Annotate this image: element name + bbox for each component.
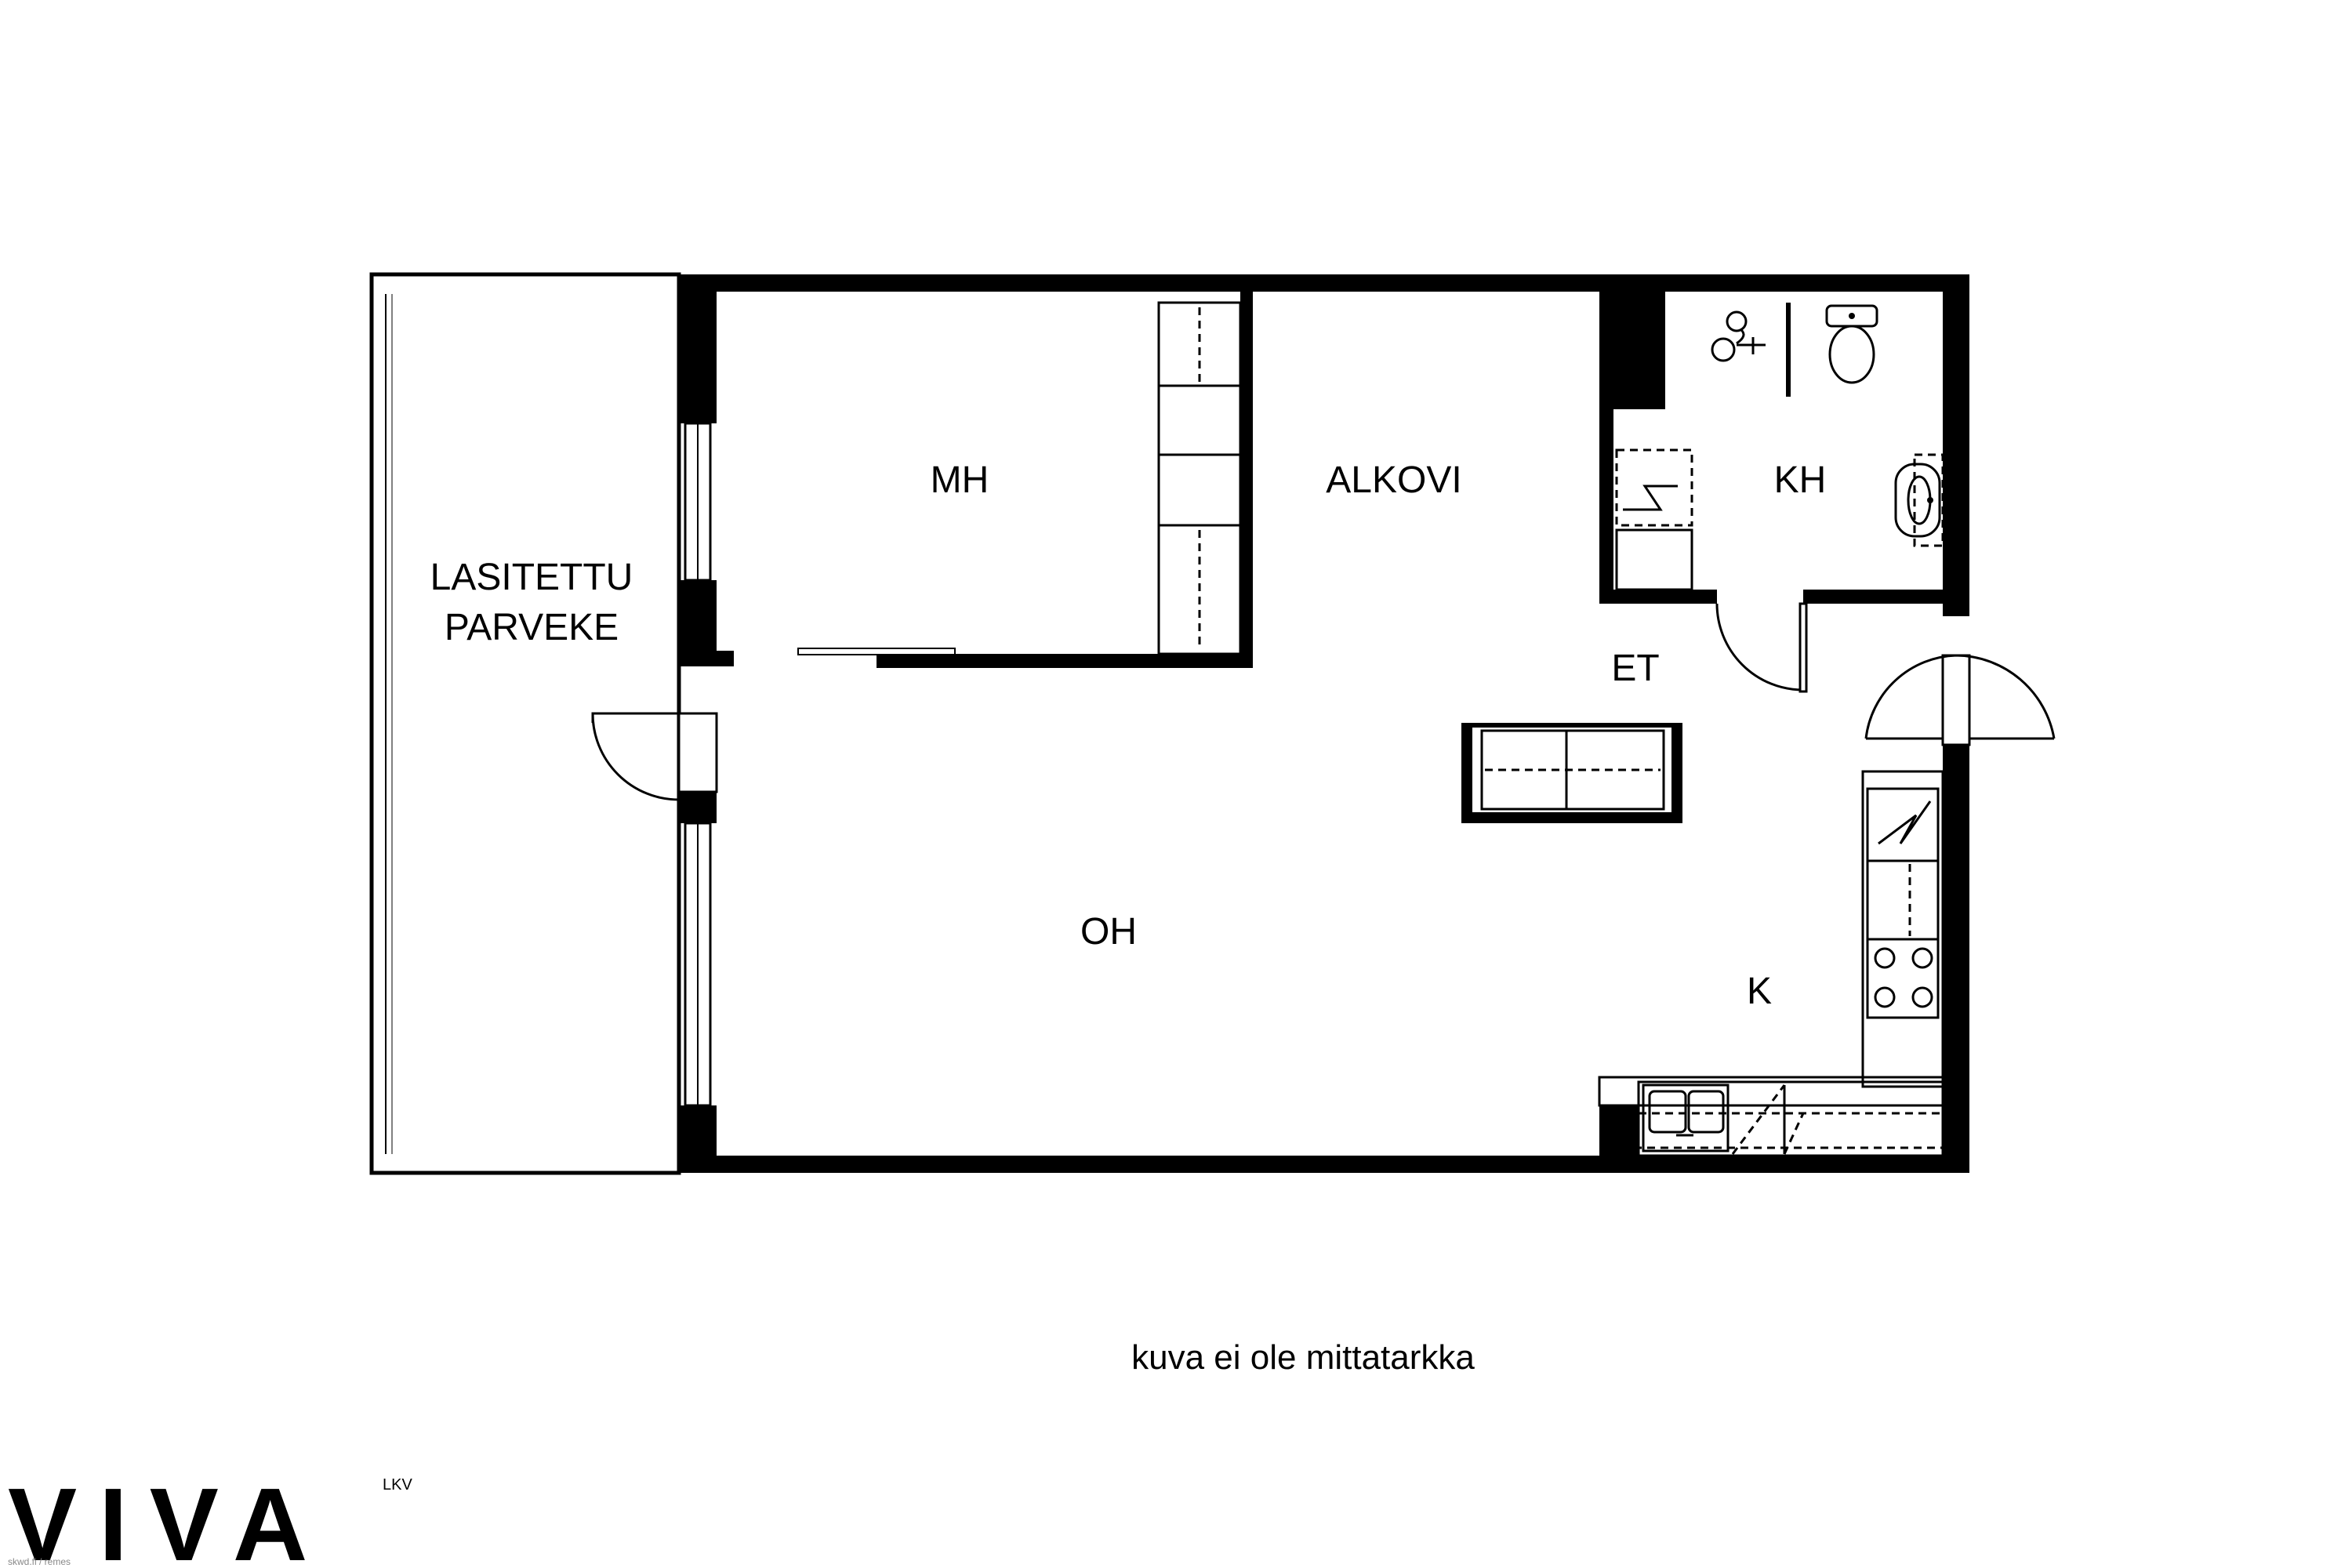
bedroom-right-wall (1240, 292, 1253, 668)
top-wall (372, 274, 1969, 292)
partition-bottom (679, 1105, 717, 1173)
balcony-door (591, 712, 680, 801)
entrance-door (1864, 654, 2056, 746)
bath-left-wall-thick (1599, 292, 1665, 409)
partition-stub (717, 651, 734, 666)
brand-credit: skwd.fi / remes (8, 1556, 71, 1567)
partition-top (679, 274, 717, 423)
bottom-wall (372, 1156, 1969, 1173)
balcony-label-line2: PARVEKE (445, 607, 619, 648)
entrance-label: ET (1611, 648, 1659, 689)
alcove-label: ALKOVI (1326, 459, 1461, 501)
bedroom-walls (877, 292, 1253, 668)
bedroom-sliding-door (797, 648, 956, 655)
bedroom-label: MH (931, 459, 989, 501)
right-wall-upper (1943, 274, 1969, 616)
exterior-walls (372, 274, 1969, 1173)
living-room-label: OH (1080, 911, 1137, 953)
scale-disclaimer: kuva ei ole mittatarkka (1131, 1338, 1475, 1377)
bath-bottom-wall-left (1599, 590, 1717, 604)
kitchen-label: K (1747, 971, 1772, 1012)
shower-icon (1711, 310, 1766, 362)
bath-left-wall (1599, 409, 1613, 604)
entrance-closet (1461, 723, 1682, 823)
balcony-label-line1: LASITETTU (430, 557, 633, 598)
kitchen-wall-stub (1599, 1105, 1639, 1173)
bathroom-door (1715, 602, 1808, 693)
bathroom-walls (1599, 292, 1944, 604)
bedroom-wardrobes (1157, 301, 1242, 655)
right-wall-lower (1943, 745, 1969, 1173)
balcony-outline (369, 272, 681, 1175)
bathroom-label: KH (1774, 459, 1827, 501)
toilet-icon (1825, 304, 1878, 384)
shower-divider (1786, 303, 1791, 397)
washbasin-icon (1894, 453, 1944, 547)
bath-bottom-wall-right (1803, 590, 1944, 604)
balcony-door-opening (677, 712, 718, 793)
kitchen-counters (1598, 770, 1944, 1173)
partition-mid-1 (679, 580, 717, 666)
brand-suffix: LKV (383, 1476, 412, 1494)
brand-logo: VIVA (8, 1467, 329, 1568)
partition-mid-2 (679, 792, 717, 823)
bedroom-bottom-wall (877, 654, 1253, 668)
glazed-balcony (369, 272, 681, 1175)
balcony-partition (677, 274, 734, 1173)
bathroom-fixtures (1615, 304, 1944, 591)
washing-machine-icon (1615, 448, 1693, 591)
